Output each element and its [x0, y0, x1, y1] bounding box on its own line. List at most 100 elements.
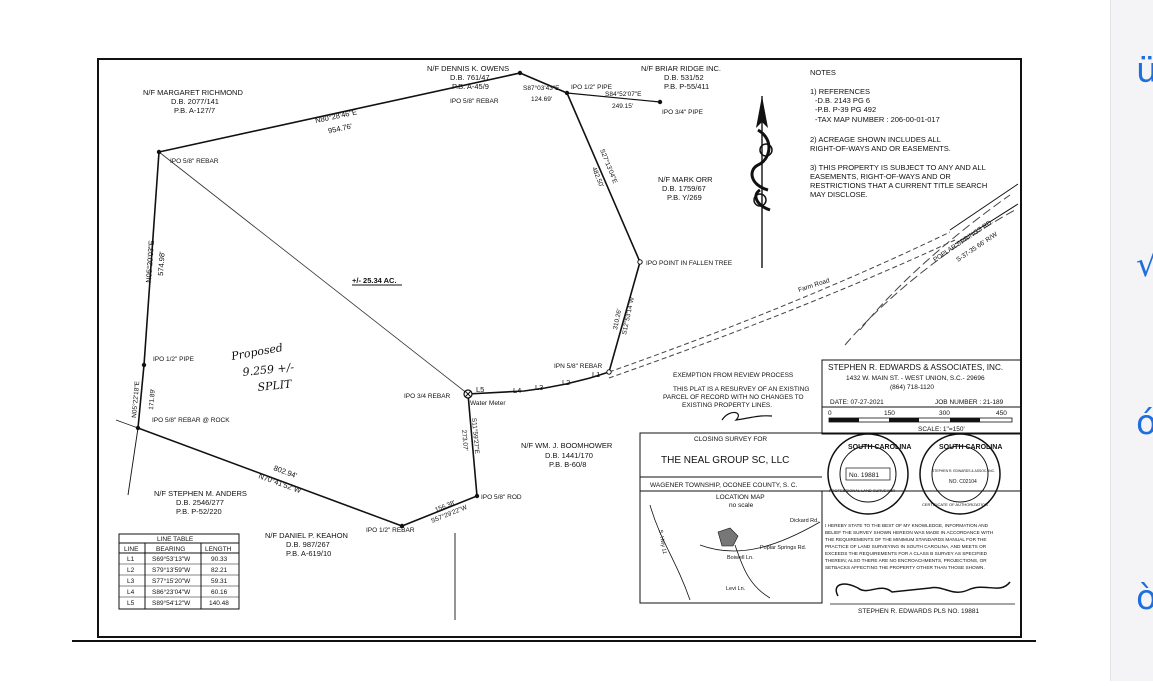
richmond-db: D.B. 2077/141 [171, 97, 219, 106]
handwritten-split: SPLIT [257, 377, 294, 394]
panel-o2-icon[interactable]: ò [1136, 578, 1153, 618]
owens-db: D.B. 761/47 [450, 73, 490, 82]
certification: EXCEEDS THE REQUIREMENTS FOR A CLASS B S… [825, 551, 988, 556]
plat-border [97, 58, 1022, 638]
side-panel: ü √ ó ò [1110, 0, 1153, 681]
distance-3: 249.15' [612, 103, 633, 110]
line-table-cell: S77°15'20"W [152, 577, 191, 585]
line-label-l2: L2 [562, 378, 570, 387]
township: WAGENER TOWNSHIP, OCONEE COUNTY, S. C. [650, 482, 798, 489]
scale-bar [828, 417, 1013, 423]
notes-line: -TAX MAP NUMBER : 206-00-01-017 [815, 115, 940, 124]
orr-owner: N/F MARK ORR [658, 175, 713, 184]
map-label: Dickard Rd. [790, 518, 819, 524]
seal2-state: SOUTH CAROLINA [939, 444, 1002, 451]
marker-rod: IPO 5/8" ROD [481, 494, 522, 501]
corner-marker [657, 99, 663, 105]
marker-nw-rebar: IPO 5/8" REBAR [170, 158, 219, 165]
line-table-cell: 140.48 [209, 600, 229, 607]
owens-pb: P.B. A-45/9 [452, 82, 489, 91]
company-phone: (864) 718-1120 [890, 384, 934, 391]
corner-marker [517, 70, 523, 76]
panel-check-icon[interactable]: √ [1136, 245, 1153, 285]
panel-u-icon[interactable]: ü [1136, 51, 1153, 91]
scale-tick: 0 [828, 410, 832, 417]
corner-marker [474, 493, 480, 499]
farm-road [608, 231, 951, 373]
boomhower-db: D.B. 1441/170 [545, 451, 593, 460]
panel-o-icon[interactable]: ó [1136, 403, 1153, 443]
certification: THE REQUIREMENTS OF THE MINIMUM STANDARD… [825, 537, 987, 542]
scale-tick: 150 [884, 410, 895, 417]
scale-text: SCALE: 1"=150' [918, 426, 965, 433]
client-name: THE NEAL GROUP SC, LLC [661, 455, 789, 466]
acreage: +/- 25.34 AC. [352, 276, 397, 285]
keahon-owner: N/F DANIEL P. KEAHON [265, 531, 348, 540]
map-label: Poplar Springs Rd. [760, 545, 807, 551]
line-table-cell: L5 [127, 600, 135, 607]
boomhower-pb: P.B. B-60/8 [549, 460, 586, 469]
seal1-state: SOUTH CAROLINA [848, 444, 911, 451]
marker-34-rebar: IPO 3/4 REBAR [404, 393, 451, 400]
marker-fallen-tree: IPO POINT IN FALLEN TREE [646, 260, 733, 267]
line-table-cell: 90.33 [211, 556, 228, 563]
notes-line: -P.B. P-39 PG 492 [815, 105, 876, 114]
line-table-cell: S69°53'13"W [152, 555, 191, 563]
distance-9: 171.89' [148, 389, 157, 411]
corner-marker [564, 90, 570, 96]
notes-line: 2) ACREAGE SHOWN INCLUDES ALL [810, 135, 941, 144]
line-table-cell: S79°13'59"W [152, 566, 191, 574]
map-parcel [717, 527, 739, 547]
corner-marker [156, 149, 162, 155]
line-table-cell: 82.21 [211, 567, 228, 574]
water-meter-icon-x2 [464, 390, 472, 398]
survey-plat: N/F MARGARET RICHMOND D.B. 2077/141 P.B.… [72, 58, 1036, 642]
distance-6: 273.07' [460, 430, 469, 452]
exemption-line: EXISTING PROPERTY LINES. [682, 402, 772, 409]
anders-line [127, 427, 139, 496]
road-edge-2 [954, 203, 1019, 245]
scale-tick: 300 [939, 410, 950, 417]
corner-marker [135, 425, 141, 431]
plat-date: DATE: 07-27-2021 [830, 399, 884, 406]
seal2-cert: CERTIFICATE OF AUTHORIZATION [922, 502, 988, 507]
job-number: JOB NUMBER : 21-189 [935, 399, 1004, 406]
distance-10: 574.98' [156, 251, 167, 277]
location-map [639, 490, 823, 604]
signature-stroke [835, 581, 1011, 597]
notes-line: 1) REFERENCES [810, 87, 870, 96]
closing-block [639, 432, 1022, 492]
notes-block: NOTES 1) REFERENCES -D.B. 2143 PG 6 -P.B… [810, 68, 987, 199]
seal1-title: PROFESSIONAL LAND SURVEYOR [829, 488, 895, 493]
seal1-number: No. 19881 [849, 472, 879, 479]
map-label: S. Hwy 11 [657, 529, 667, 554]
north-arrow-icon [750, 96, 773, 268]
corner-marker [399, 523, 405, 529]
notes-line: -D.B. 2143 PG 6 [815, 96, 870, 105]
richmond-owner: N/F MARGARET RICHMOND [143, 88, 243, 97]
corner-marker [141, 362, 147, 368]
marker-west-pipe: IPO 1/2" PIPE [153, 356, 195, 363]
anders-owner: N/F STEPHEN M. ANDERS [154, 489, 247, 498]
line-label-l1: L1 [592, 370, 600, 379]
line-table-header: LENGTH [205, 546, 232, 553]
marker-bottom-rebar: IPO 1/2" REBAR [366, 527, 415, 534]
certification: BELIEF THE SURVEY SHOWN HEREON WAS MADE … [825, 530, 993, 535]
pointer-line [115, 419, 139, 429]
map-label: Boiwell Ln. [727, 555, 754, 561]
marker-rock: IPO 5/8" REBAR @ ROCK [152, 417, 230, 424]
proposed-split-line [158, 151, 469, 395]
seal2-company: STEPHEN R. EDWARDS & ASSOC. INC. [932, 469, 995, 473]
richmond-pb: P.B. A-127/7 [174, 106, 215, 115]
line-table-cell: 60.16 [211, 589, 228, 596]
map-road [734, 544, 771, 599]
corner-marker [637, 259, 643, 265]
map-label: Levi Ln. [726, 586, 746, 592]
line-table-header: LINE [124, 546, 139, 553]
marker-ipn-rebar: IPN 5/8" REBAR [554, 363, 602, 370]
briar-boundary [566, 92, 661, 103]
notes-title: NOTES [810, 68, 836, 77]
company-block [821, 359, 1022, 435]
surveyor-seal [827, 433, 909, 515]
marker-water-meter: Water Meter [470, 400, 506, 407]
